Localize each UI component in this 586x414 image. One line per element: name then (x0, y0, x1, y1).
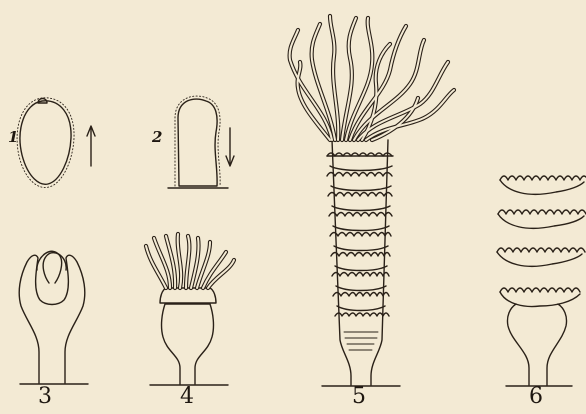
figure-6-label: 6 (529, 384, 543, 409)
figure-5-tentacles (290, 16, 454, 140)
figure-4-tentacles (146, 234, 234, 288)
figure-6-strobila (497, 176, 586, 386)
figure-3-polyp (19, 251, 88, 384)
figure-2-label: 2 (152, 128, 162, 146)
figure-1-arrow (87, 126, 95, 166)
figure-3-label: 3 (38, 384, 52, 409)
figure-6-ephyrae (497, 176, 586, 306)
figure-5-label: 5 (352, 384, 366, 409)
figure-5-strobila (290, 16, 454, 386)
figure-2-larva (168, 96, 228, 188)
figure-2-arrow (226, 128, 234, 166)
figure-1-label: 1 (8, 128, 18, 146)
figure-4-label: 4 (180, 384, 194, 409)
figure-1-larva (17, 98, 74, 188)
figure-4-polyp (146, 234, 234, 385)
